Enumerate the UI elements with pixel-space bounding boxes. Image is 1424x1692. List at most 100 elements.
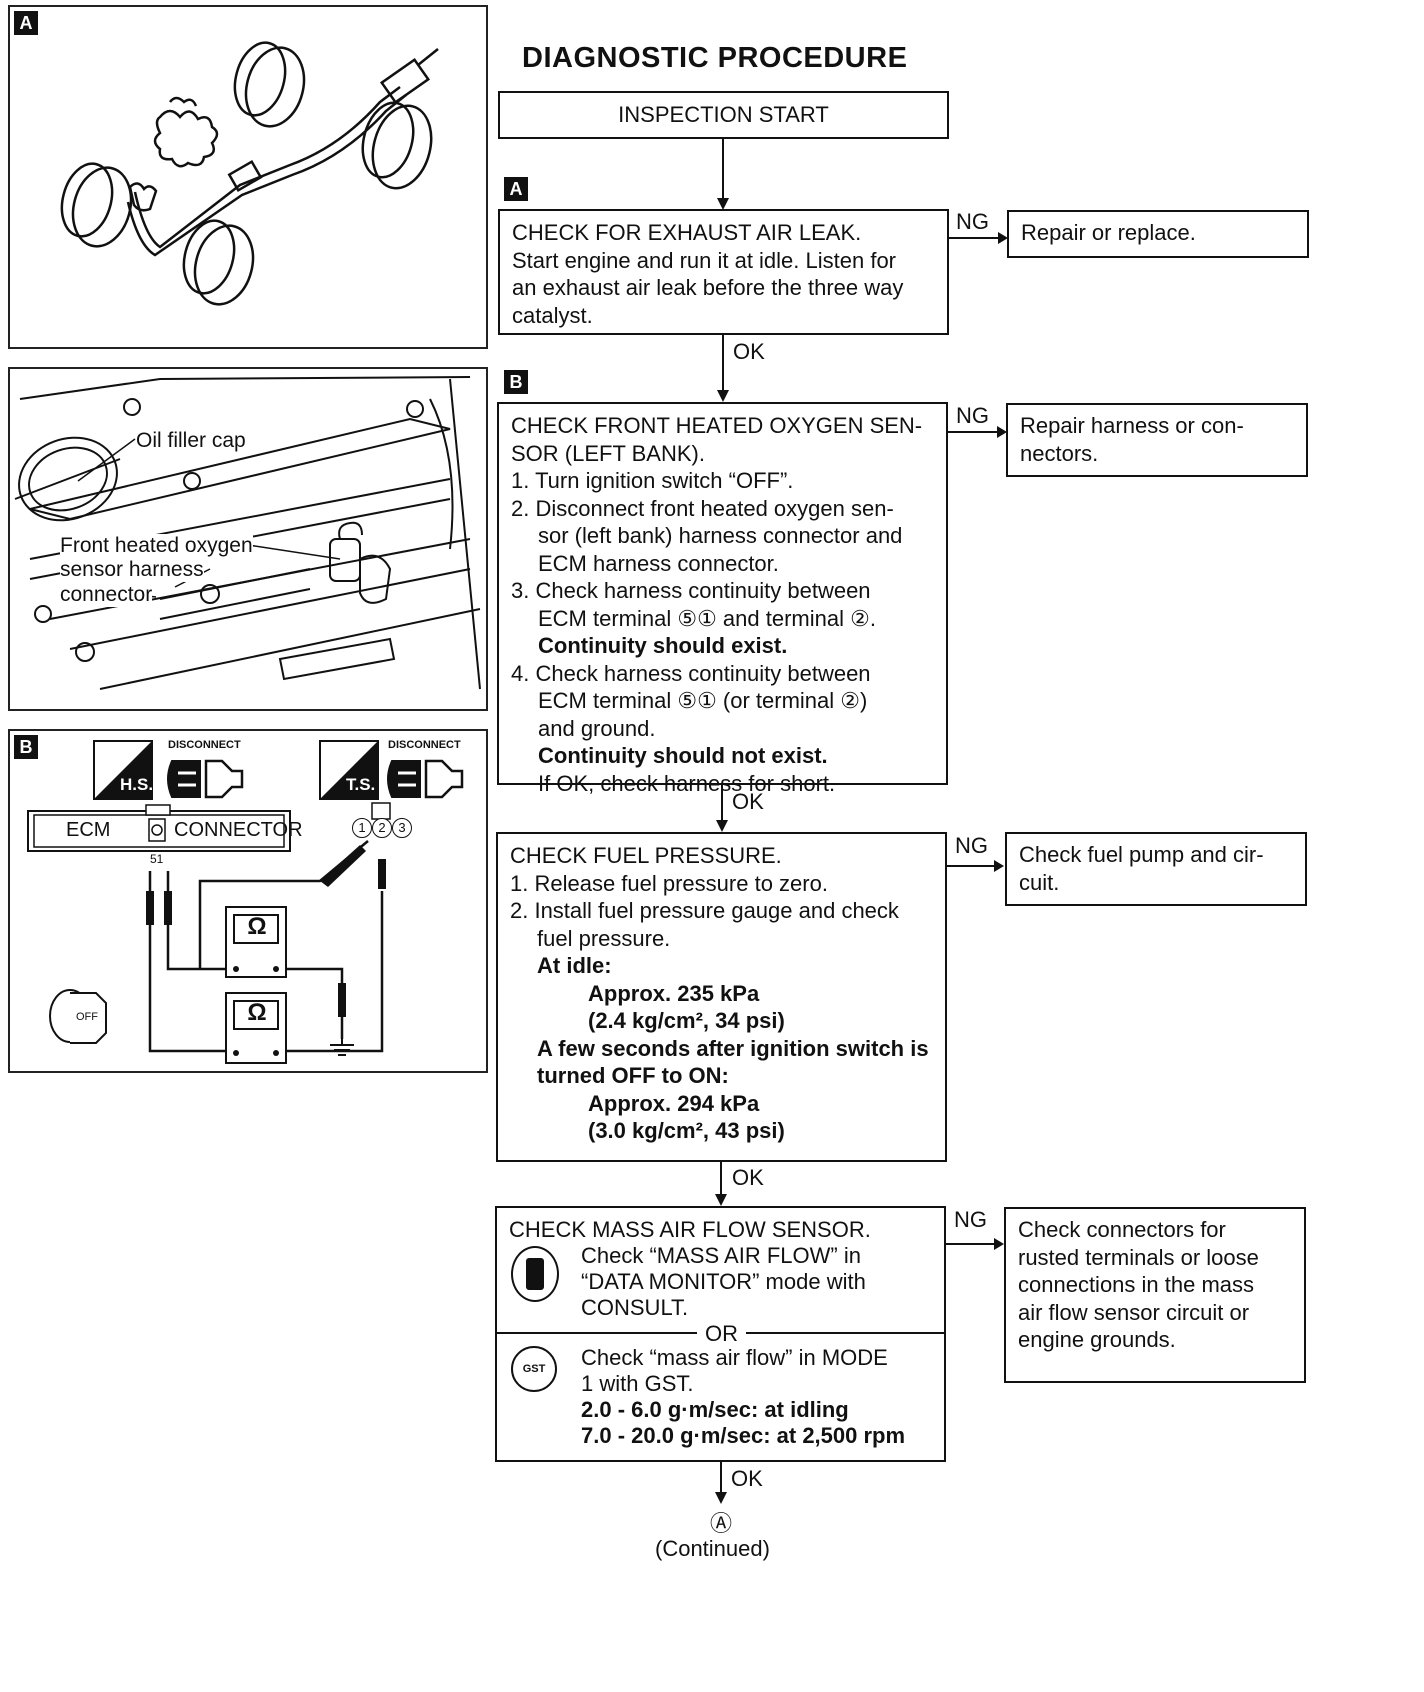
step2-line-14: If OK, check harness for short. [538,770,836,796]
step4-ng-action-line-5: engine grounds. [1018,1327,1176,1352]
step3-line-5: At idle: [537,953,612,978]
disconnect-label-1: DISCONNECT [168,739,241,751]
step3-ok-label: OK [732,1165,764,1190]
ohm-symbol-1: Ω [247,913,267,940]
step4-consult-section: CHECK MASS AIR FLOW SENSOR. Check “MASS … [497,1208,944,1332]
step2-line-13: Continuity should not exist. [538,743,828,768]
step4-ng-action-line-1: Check connectors for [1018,1217,1226,1242]
oxygen-sensor-check-box: CHECK FRONT HEATED OXYGEN SEN- SOR (LEFT… [497,402,948,796]
step4-ng-action-line-3: connections in the mass [1018,1272,1255,1297]
page-title: DIAGNOSTIC PROCEDURE [522,42,908,74]
ts-label: T.S. [346,775,376,794]
fuel-pressure-check-box: CHECK FUEL PRESSURE. 1. Release fuel pre… [496,832,947,1162]
step1-line-2: Start engine and run it at idle. Listen … [512,247,897,273]
gst-icon-label: GST [522,1363,546,1375]
step-a-tag: A [504,177,528,201]
step3-ng-action-line-2: cuit. [1019,869,1060,895]
step4-line-5: Check “mass air flow” in MODE [581,1345,888,1370]
connector-label: CONNECTOR [174,819,303,841]
circuit-drawing [27,740,464,1064]
step2-ng-action-line-2: nectors. [1020,440,1099,466]
pin-2: 2 [372,818,392,838]
ohm-symbol-2: Ω [247,999,267,1026]
continued-label: (Continued) [655,1536,770,1561]
step3-ng-action-box: Check fuel pump and cir- cuit. [1005,832,1307,906]
step3-ng-action-line-1: Check fuel pump and cir- [1019,842,1264,867]
ecm-label: ECM [66,819,111,841]
disconnect-label-2: DISCONNECT [388,739,461,751]
step4-ok-label: OK [731,1466,763,1491]
step2-line-12: and ground. [538,715,656,741]
step1-line-3: an exhaust air leak before the three way [512,275,904,300]
step1-ok-label: OK [733,339,765,364]
step3-line-9: turned OFF to ON: [537,1063,729,1088]
step4-ng-action-line-4: air flow sensor circuit or [1018,1299,1250,1325]
step3-line-10: Approx. 294 kPa [588,1090,760,1116]
sensor-label-line3: connector [60,583,153,607]
step3-line-2: 1. Release fuel pressure to zero. [510,870,828,896]
panel-b-tag: B [14,735,38,759]
step-b-tag: B [504,370,528,394]
consult-icon [511,1246,559,1302]
step2-line-10: 4. Check harness continuity between [511,660,871,686]
step2-line-4: 2. Disconnect front heated oxygen sen- [511,495,894,521]
step4-ng-action-line-2: rusted terminals or loose [1018,1244,1259,1270]
step1-ng-label: NG [956,209,989,234]
step3-line-1: CHECK FUEL PRESSURE. [510,843,782,868]
exhaust-system-drawing [60,41,439,306]
step2-ng-action-line-1: Repair harness or con- [1020,413,1244,438]
sensor-label-line2: sensor harness [60,558,204,582]
step4-line-2: Check “MASS AIR FLOW” in [581,1243,861,1268]
panel-b-circuit-diagram: B [8,729,488,1073]
step3-line-6: Approx. 235 kPa [588,980,760,1006]
pin-3: 3 [392,818,412,838]
panel-a-tag: A [14,11,38,35]
step2-ok-label: OK [732,789,764,814]
step2-line-9: Continuity should exist. [538,633,788,658]
step4-line-4: CONSULT. [581,1295,689,1320]
step4-line-1: CHECK MASS AIR FLOW SENSOR. [509,1217,871,1242]
mass-air-flow-check-box: CHECK MASS AIR FLOW SENSOR. Check “MASS … [495,1206,946,1462]
oil-filler-cap-label: Oil filler cap [136,429,246,453]
step2-ng-action-box: Repair harness or con- nectors. [1006,403,1308,477]
step4-line-7: 2.0 - 6.0 g·m/sec: at idling [581,1397,849,1422]
terminal-51-label: 51 [150,852,164,866]
sensor-label-line1: Front heated oxygen [60,534,253,558]
step2-line-7: 3. Check harness continuity between [511,578,871,603]
step4-line-8: 7.0 - 20.0 g·m/sec: at 2,500 rpm [581,1423,906,1448]
or-label: OR [697,1320,746,1348]
step2-line-3: 1. Turn ignition switch “OFF”. [511,468,794,493]
step4-ng-action-box: Check connectors for rusted terminals or… [1004,1207,1306,1383]
step1-ng-action-box: Repair or replace. [1007,210,1309,258]
step3-line-4: fuel pressure. [537,925,671,951]
step2-line-11: ECM terminal ⑤① (or terminal ②) [538,688,868,713]
step2-line-8: ECM terminal ⑤① and terminal ②. [538,605,876,631]
step3-line-3: 2. Install fuel pressure gauge and check [510,898,899,923]
pin-1: 1 [352,818,372,838]
step2-line-2: SOR (LEFT BANK). [511,440,705,466]
exhaust-leak-check-box: CHECK FOR EXHAUST AIR LEAK. Start engine… [498,209,949,335]
step2-line-5: sor (left bank) harness connector and [538,523,903,548]
step3-ng-label: NG [955,833,988,858]
step1-ng-action: Repair or replace. [1021,220,1196,245]
step3-line-11: (3.0 kg/cm², 43 psi) [588,1118,785,1143]
gst-icon: GST [511,1346,557,1392]
step4-line-3: “DATA MONITOR” mode with [581,1269,866,1294]
step2-line-6: ECM harness connector. [538,550,779,576]
panel-engine-illustration: Oil filler cap Front heated oxygen senso… [8,367,488,711]
step1-line-1: CHECK FOR EXHAUST AIR LEAK. [512,220,862,245]
panel-a-exhaust-illustration: A [8,5,488,349]
step3-line-7: (2.4 kg/cm², 34 psi) [588,1008,785,1033]
inspection-start-label: INSPECTION START [618,102,829,127]
step2-ng-label: NG [956,403,989,428]
inspection-start-box: INSPECTION START [498,91,949,139]
step3-line-8: A few seconds after ignition switch is [537,1035,929,1061]
hs-label: H.S. [120,775,154,794]
continued-marker: Ⓐ [709,1511,732,1536]
key-off-label: OFF [76,1011,98,1023]
step4-ng-label: NG [954,1207,987,1232]
step1-line-4: catalyst. [512,302,593,328]
step2-line-1: CHECK FRONT HEATED OXYGEN SEN- [511,413,923,438]
step4-line-6: 1 with GST. [581,1371,694,1396]
